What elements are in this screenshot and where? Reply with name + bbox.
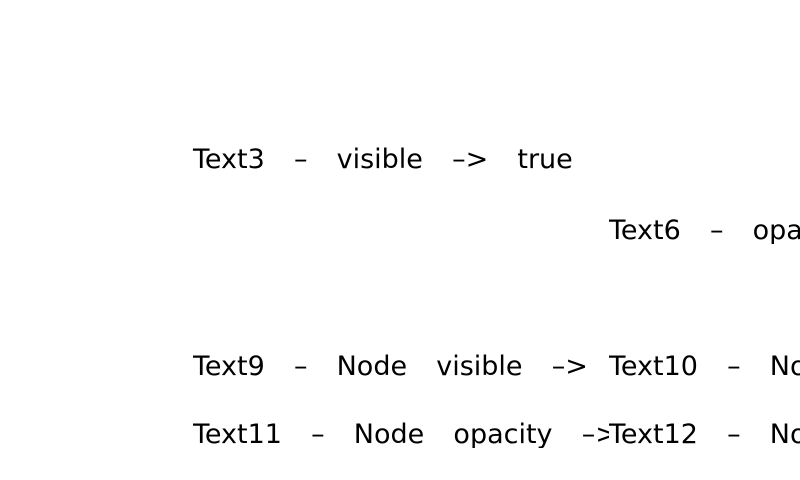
text-run-text10: Text10 – Node visible –> false [609, 353, 800, 380]
text-run-text3: Text3 – visible –> true [193, 144, 573, 175]
text-run-text12: Text12 – Node opacity –> 1.0 [609, 421, 800, 448]
text-run-text11: Text11 – Node opacity –> 0.5 [193, 421, 609, 448]
text-run-text6: Text6 – opacity –> 0.5 [609, 217, 800, 244]
text-run-text9: Text9 – Node visible –> true [193, 353, 588, 380]
